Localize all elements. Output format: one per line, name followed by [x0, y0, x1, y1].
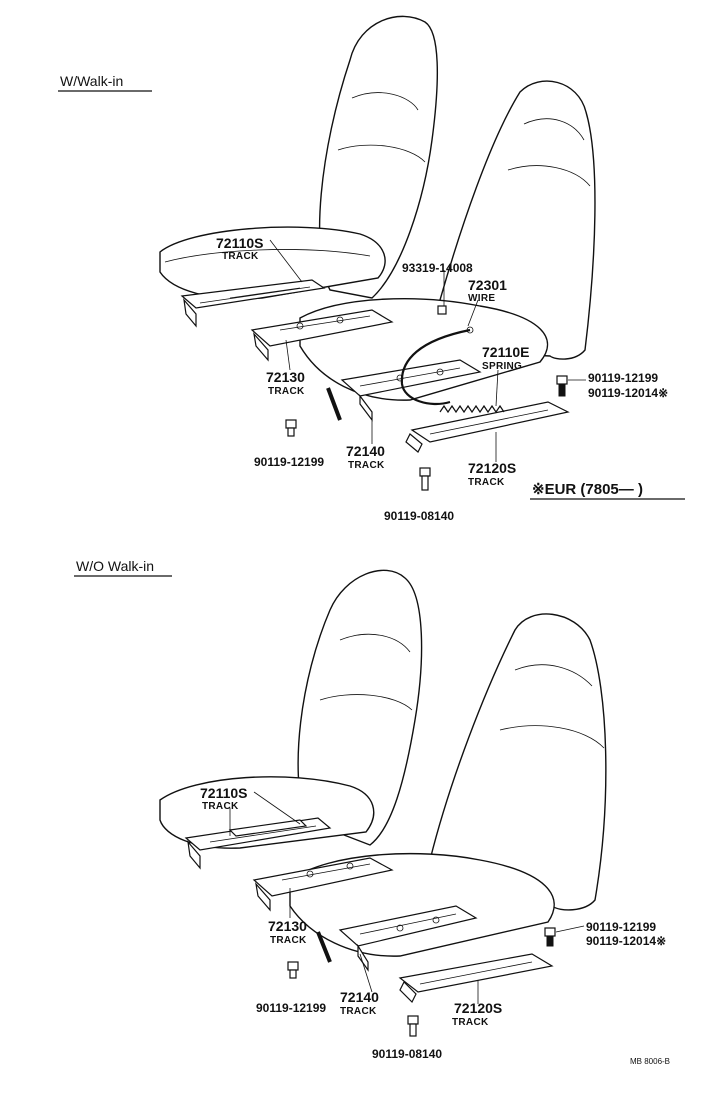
- callout-90119-12199-right: 90119-12199: [586, 920, 656, 934]
- callout-72110s-desc: TRACK: [222, 251, 259, 262]
- section-walk-in: W/Walk-in: [58, 15, 685, 523]
- reference-code: MB 8006-B: [630, 1057, 670, 1066]
- callout-72110s-desc: TRACK: [202, 801, 239, 812]
- callout-72120s-desc: TRACK: [468, 477, 505, 488]
- bolt-93319: [437, 305, 447, 315]
- seat-front-illustration: [159, 15, 439, 300]
- track-72130: [250, 309, 394, 362]
- bolt-90119-12199-left: [285, 419, 297, 437]
- callout-72140-desc: TRACK: [340, 1006, 377, 1017]
- callout-72110s-part: 72110S: [216, 235, 264, 251]
- bolt-diagonal: [316, 931, 332, 963]
- track-72110s: [184, 817, 332, 870]
- callout-72110s-part: 72110S: [200, 785, 248, 801]
- spring-72110e: [439, 404, 505, 414]
- callout-72120s-part: 72120S: [468, 460, 516, 476]
- bolt-90119-12199-right: [544, 927, 556, 947]
- track-72120s: [405, 401, 570, 453]
- callout-93319-14008: 93319-14008: [402, 261, 473, 275]
- leader-lines: [229, 791, 585, 1004]
- callouts: 72110S TRACK 72130 TRACK 90119-12199 721…: [200, 785, 666, 1061]
- callout-72110e-part: 72110E: [482, 344, 530, 360]
- callout-90119-12014: 90119-12014※: [588, 386, 668, 400]
- bolt-diagonal: [326, 387, 342, 421]
- bolt-90119-12199-left: [287, 961, 299, 979]
- callout-72140-desc: TRACK: [348, 460, 385, 471]
- section-without-walk-in: W/O Walk-in: [74, 558, 666, 1061]
- bolt-90119-08140: [407, 1015, 419, 1037]
- callout-90119-12199-left: 90119-12199: [254, 455, 324, 469]
- callout-72120s-part: 72120S: [454, 1000, 502, 1016]
- callouts: 72110S TRACK 93319-14008 72301 WIRE 7211…: [216, 235, 668, 523]
- track-72140: [338, 905, 478, 972]
- wire-72301: [400, 326, 474, 406]
- callout-90119-12199-right: 90119-12199: [588, 371, 658, 385]
- eur-note: ※EUR (7805— ): [532, 481, 643, 498]
- leader-lines: [269, 239, 586, 462]
- callout-90119-08140: 90119-08140: [384, 509, 454, 523]
- seat-front-illustration: [159, 569, 423, 849]
- callout-72301-desc: WIRE: [468, 293, 495, 304]
- callout-72140-part: 72140: [346, 443, 385, 459]
- bolt-90119-08140: [419, 467, 431, 491]
- callout-72130-part: 72130: [266, 369, 305, 385]
- callout-72130-desc: TRACK: [268, 386, 305, 397]
- callout-72120s-desc: TRACK: [452, 1017, 489, 1028]
- callout-72140-part: 72140: [340, 989, 379, 1005]
- bolt-90119-12199-right: [556, 375, 568, 397]
- callout-90119-12199-left: 90119-12199: [256, 1001, 326, 1015]
- track-72110s: [180, 279, 326, 328]
- section-heading: W/O Walk-in: [76, 558, 154, 574]
- callout-90119-12014: 90119-12014※: [586, 934, 666, 948]
- callout-90119-08140: 90119-08140: [372, 1047, 442, 1061]
- track-72130: [252, 857, 394, 912]
- callout-72301-part: 72301: [468, 277, 507, 293]
- section-heading: W/Walk-in: [60, 73, 123, 89]
- track-72120s: [398, 953, 554, 1004]
- callout-72110e-desc: SPRING: [482, 361, 522, 372]
- callout-72130-part: 72130: [268, 918, 307, 934]
- callout-72130-desc: TRACK: [270, 935, 307, 946]
